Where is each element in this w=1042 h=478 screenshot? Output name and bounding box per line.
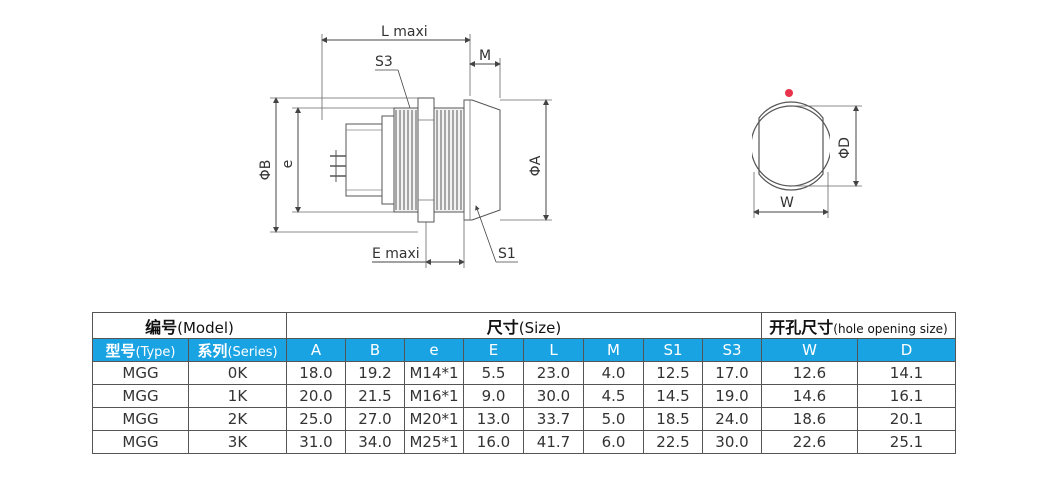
value-cell: 12.5 [643,361,703,385]
table-group-header-row: 编号(Model) 尺寸(Size) 开孔尺寸(hole opening siz… [92,312,956,339]
column-header: L [523,338,584,362]
value-cell: 14.6 [761,384,858,408]
value-cell: 5.0 [583,407,644,431]
connector-side-view [330,97,501,223]
value-cell: 19.2 [345,361,405,385]
table-row: MGG 0K 18.0 19.2 M14*1 5.5 23.0 4.0 12.5… [92,361,956,385]
l-maxi-dimension: L maxi [321,24,471,120]
series-cell: 0K [188,361,287,385]
s1-label: S1 [498,246,516,262]
table-row: MGG 2K 25.0 27.0 M20*1 13.0 33.7 5.0 18.… [92,407,956,431]
phi-d-label: ΦD [837,137,853,159]
value-cell: M25*1 [404,430,464,454]
value-cell: 6.0 [583,430,644,454]
value-cell: 33.7 [523,407,584,431]
value-cell: 25.0 [286,407,346,431]
value-cell: 18.5 [643,407,703,431]
value-cell: 18.6 [761,407,858,431]
column-header: S3 [702,338,762,362]
column-header: e [404,338,464,362]
type-column-header: 型号(Type) [92,338,189,362]
series-cell: 2K [188,407,287,431]
value-cell: 19.0 [702,384,762,408]
column-header: A [286,338,346,362]
table-row: MGG 3K 31.0 34.0 M25*1 16.0 41.7 6.0 22.… [92,430,956,454]
panel-hole-view: ΦD W [752,89,862,218]
value-cell: 16.1 [857,384,956,408]
model-group-header: 编号(Model) [92,312,287,339]
s3-label: S3 [375,54,393,70]
column-header: D [857,338,956,362]
table-row: MGG 1K 20.0 21.5 M16*1 9.0 30.0 4.5 14.5… [92,384,956,408]
column-header: M [583,338,644,362]
value-cell: 22.5 [643,430,703,454]
spec-table: 编号(Model) 尺寸(Size) 开孔尺寸(hole opening siz… [92,312,956,454]
value-cell: 13.0 [463,407,524,431]
phi-a-dimension: ΦA [500,99,552,221]
type-cell: MGG [92,384,189,408]
value-cell: 4.5 [583,384,644,408]
e-dimension: e [280,107,394,213]
accent-dot [785,89,793,97]
value-cell: 20.1 [857,407,956,431]
series-column-header: 系列(Series) [188,338,287,362]
value-cell: 5.5 [463,361,524,385]
s1-leader: S1 [475,205,518,263]
value-cell: 9.0 [463,384,524,408]
value-cell: M16*1 [404,384,464,408]
m-dimension: M [469,48,501,98]
value-cell: 21.5 [345,384,405,408]
type-cell: MGG [92,361,189,385]
value-cell: 30.0 [702,430,762,454]
value-cell: 14.1 [857,361,956,385]
e-maxi-label: E maxi [372,246,420,262]
hole-group-header: 开孔尺寸(hole opening size) [761,312,956,339]
type-cell: MGG [92,407,189,431]
m-label: M [479,48,491,64]
phi-b-label: ΦB [258,160,274,181]
value-cell: 22.6 [761,430,858,454]
phi-a-label: ΦA [528,155,544,176]
value-cell: 16.0 [463,430,524,454]
phi-b-dimension: ΦB [258,97,418,233]
table-column-header-row: 型号(Type) 系列(Series) A B e E L M S1 S3 W … [92,338,956,362]
type-cell: MGG [92,430,189,454]
column-header: S1 [643,338,703,362]
column-header: B [345,338,405,362]
size-group-header: 尺寸(Size) [286,312,762,339]
value-cell: 23.0 [523,361,584,385]
column-header: E [463,338,524,362]
e-label: e [280,160,296,169]
value-cell: 14.5 [643,384,703,408]
value-cell: 41.7 [523,430,584,454]
value-cell: M14*1 [404,361,464,385]
series-cell: 3K [188,430,287,454]
value-cell: 4.0 [583,361,644,385]
value-cell: 24.0 [702,407,762,431]
value-cell: 18.0 [286,361,346,385]
value-cell: 20.0 [286,384,346,408]
value-cell: 27.0 [345,407,405,431]
value-cell: 34.0 [345,430,405,454]
series-cell: 1K [188,384,287,408]
w-label: W [780,195,794,211]
connector-technical-drawing: L maxi M S3 [258,24,862,268]
column-header: W [761,338,858,362]
value-cell: 31.0 [286,430,346,454]
value-cell: 30.0 [523,384,584,408]
value-cell: 25.1 [857,430,956,454]
value-cell: 17.0 [702,361,762,385]
value-cell: M20*1 [404,407,464,431]
value-cell: 12.6 [761,361,858,385]
l-maxi-label: L maxi [381,24,428,40]
e-maxi-dimension: E maxi [372,212,465,268]
